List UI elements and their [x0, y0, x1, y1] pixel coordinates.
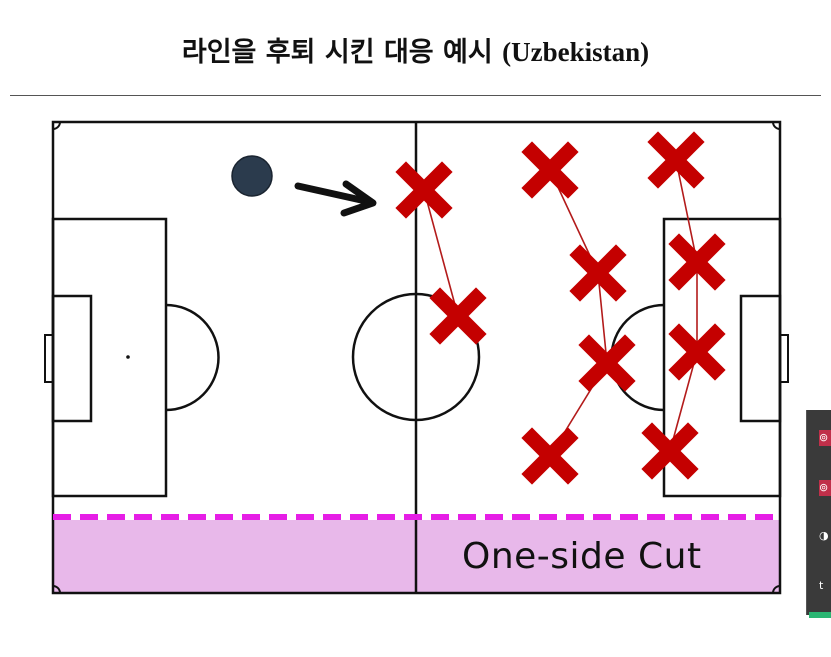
side-toolbar: ⊚ ⊚ ◑ t: [806, 410, 831, 618]
x-marker-icon: [569, 244, 627, 302]
link-line: [423, 189, 459, 317]
accent-strip: [809, 612, 831, 618]
x-marker-icon: [668, 323, 726, 381]
x-marker-icon: [521, 141, 579, 199]
arrow-right-icon: [294, 180, 377, 217]
x-marker-icon: [429, 287, 487, 345]
record-icon[interactable]: ⊚: [819, 430, 831, 446]
half-circle-icon[interactable]: ◑: [819, 528, 831, 544]
center-circle: [351, 292, 481, 422]
right-goal-area: [739, 294, 782, 423]
record-icon[interactable]: ⊚: [819, 480, 831, 496]
x-marker-icon: [668, 233, 726, 291]
link-line: [549, 169, 608, 457]
left-goal: [44, 334, 54, 383]
link-line: [669, 159, 698, 452]
text-icon[interactable]: t: [819, 578, 831, 594]
page-title: 라인을 후퇴 시킨 대응 예시 (Uzbekistan): [0, 30, 831, 69]
ball-icon: [231, 155, 273, 197]
x-marker-icon: [647, 131, 705, 189]
title-country: (Uzbekistan): [502, 37, 650, 67]
corner-arc: [52, 121, 61, 130]
corner-arc: [52, 585, 61, 594]
corner-arc: [772, 585, 781, 594]
title-korean: 라인을 후퇴 시킨 대응 예시: [181, 37, 493, 68]
x-marker-icon: [578, 334, 636, 392]
cut-zone-label: One-side Cut: [462, 536, 702, 577]
left-penalty-arc: [165, 303, 220, 412]
defender-markers: [395, 131, 726, 485]
x-marker-icon: [395, 161, 453, 219]
left-penalty-box: [51, 217, 168, 498]
defender-links: [423, 159, 698, 457]
x-marker-icon: [521, 427, 579, 485]
left-penalty-spot: [126, 355, 130, 359]
corner-arc: [772, 121, 781, 130]
right-goal: [779, 334, 789, 383]
left-goal-area: [51, 294, 93, 423]
x-marker-icon: [641, 422, 699, 480]
title-divider: [10, 95, 821, 96]
